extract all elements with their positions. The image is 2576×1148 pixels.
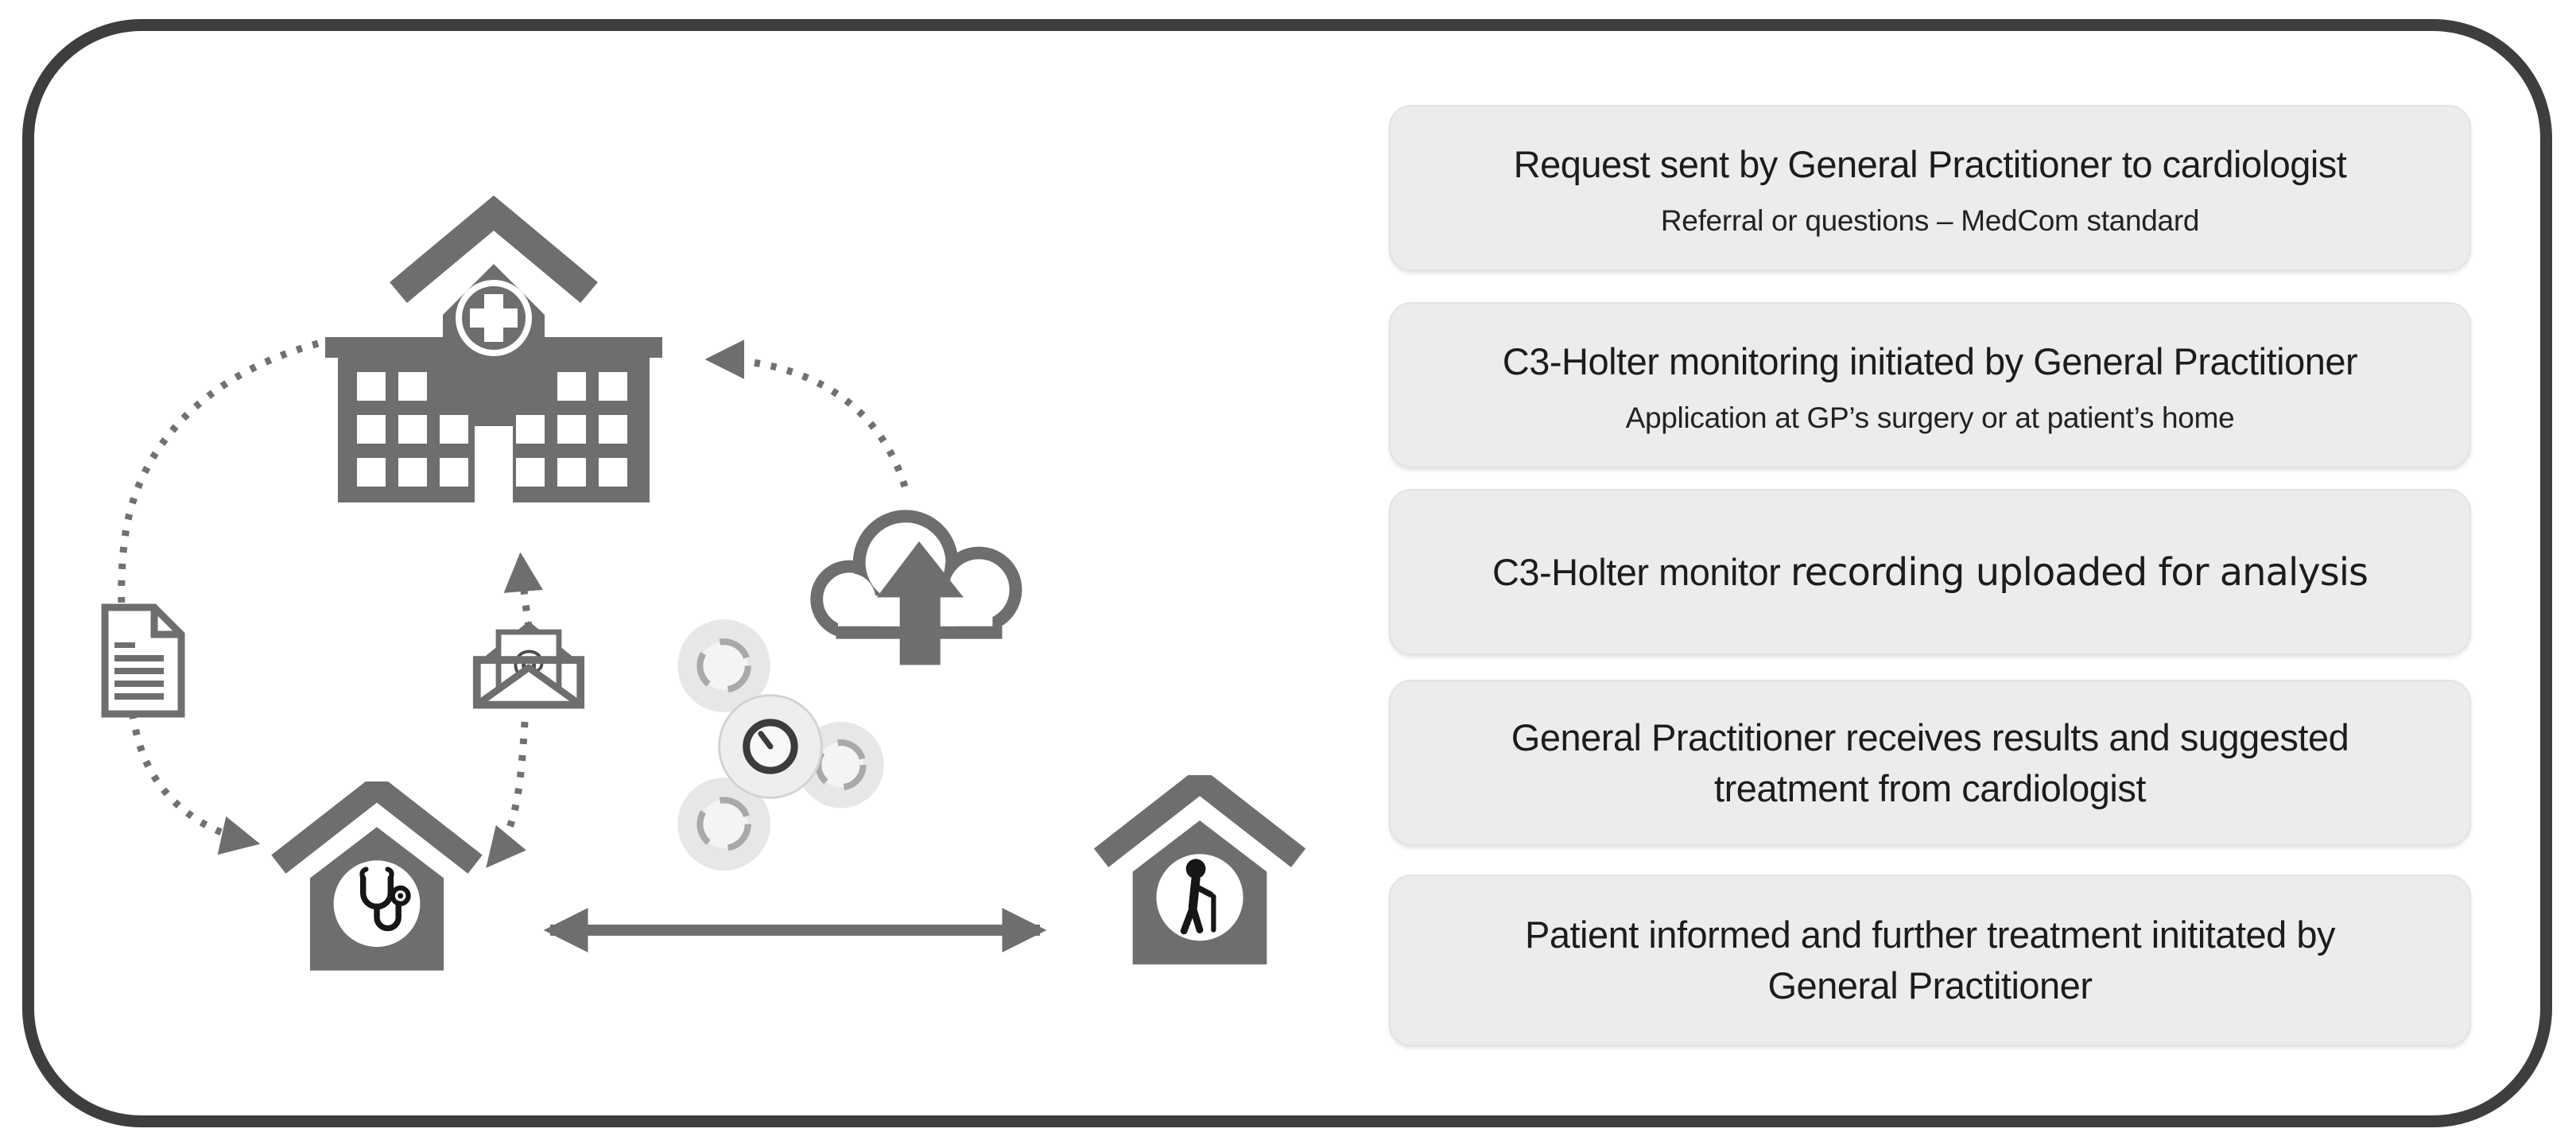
- arrow-cloud-to-hospital: [704, 339, 909, 488]
- step-title-part2: recording uploaded for analysis: [1790, 549, 2368, 595]
- step-title-line: Patient informed and further treatment i…: [1524, 913, 2336, 956]
- gp-house-icon: [269, 772, 485, 979]
- step-subtitle: Referral or questions – MedCom standard: [1660, 204, 2200, 237]
- step-title: C3-Holter monitoring initiated by Genera…: [1502, 339, 2358, 382]
- arrow-hospital-to-gp: [118, 339, 320, 855]
- step-title-line: General Practitioner receives results an…: [1511, 716, 2349, 758]
- step-box-patient-informed: Patient informed and further treatment i…: [1389, 875, 2471, 1046]
- step-subtitle: Application at GP’s surgery or at patien…: [1625, 401, 2235, 434]
- step-title-line: treatment from cardiologist: [1714, 766, 2146, 809]
- step-box-request: Request sent by General Practitioner to …: [1389, 105, 2471, 271]
- outer-frame: [22, 19, 2552, 1127]
- step-box-monitoring-initiated: C3-Holter monitoring initiated by Genera…: [1389, 302, 2471, 468]
- arrow-envelope-to-gp: [486, 721, 529, 868]
- step-title: C3-Holter monitor recording uploaded for…: [1492, 547, 2368, 598]
- hospital-icon: [306, 191, 688, 509]
- cloud-upload-icon: [793, 483, 1045, 677]
- step-title-line: General Practitioner: [1767, 964, 2093, 1006]
- patient-house-icon: [1088, 766, 1312, 972]
- step-box-upload: C3-Holter monitor recording uploaded for…: [1389, 489, 2471, 655]
- step-title: Patient informed and further treatment i…: [1524, 909, 2336, 1011]
- step-title: General Practitioner receives results an…: [1511, 712, 2349, 814]
- holter-monitor-icon: [650, 615, 906, 878]
- email-envelope-icon: @: [471, 607, 587, 718]
- document-icon: [95, 601, 191, 720]
- step-title: Request sent by General Practitioner to …: [1513, 142, 2347, 185]
- step-box-results: General Practitioner receives results an…: [1389, 680, 2471, 846]
- step-title-part1: C3-Holter monitor: [1492, 550, 1790, 593]
